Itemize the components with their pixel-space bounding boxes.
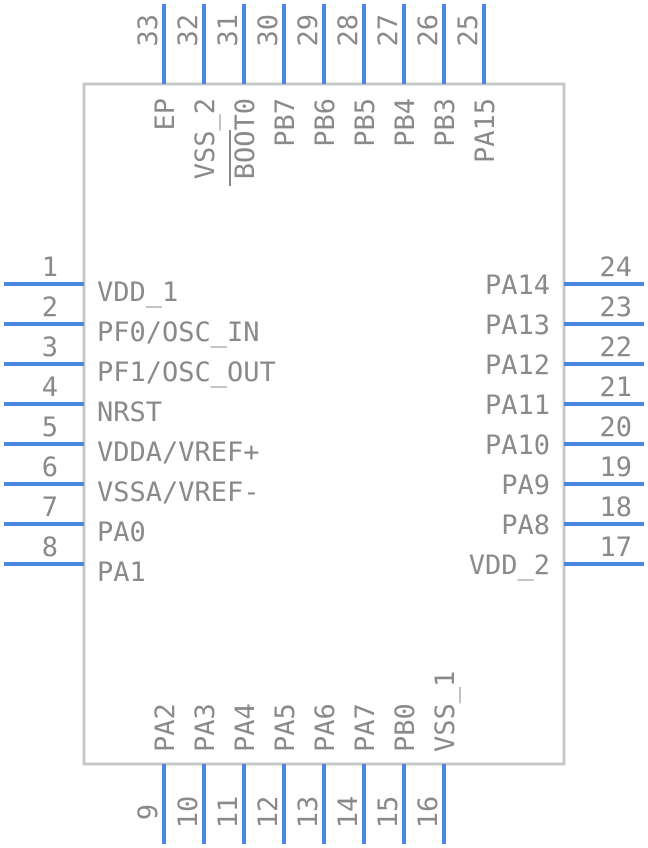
pin-number-18: 18 [599,492,632,523]
pins [4,4,644,844]
pin-number-10: 10 [173,796,204,829]
pin-label-3: PF1/OSC_OUT [97,357,276,388]
pin-number-9: 9 [133,804,164,820]
pin-label-26: PB3 [430,98,461,147]
pin-number-11: 11 [213,796,244,829]
pin-label-28: PB5 [350,98,381,147]
pin-number-16: 16 [413,796,444,829]
pin-number-33: 33 [133,14,164,47]
pin-label-31: BOOT0 [230,98,261,179]
pin-label-32: VSS_2 [190,98,221,179]
pin-label-23: PA13 [485,310,550,341]
pin-label-4: NRST [97,397,162,428]
pin-number-7: 7 [42,492,58,523]
pin-number-27: 27 [373,14,404,47]
pin-number-28: 28 [333,14,364,47]
pin-number-25: 25 [453,14,484,47]
pin-label-8: PA1 [97,557,146,588]
pin-label-18: PA8 [501,510,550,541]
pin-label-7: PA0 [97,517,146,548]
pin-number-20: 20 [599,412,632,443]
pin-label-5: VDDA/VREF+ [97,437,260,468]
pin-label-17: VDD_2 [469,550,550,581]
pin-number-21: 21 [599,372,632,403]
pin-label-25: PA15 [470,98,501,163]
pin-number-23: 23 [599,292,632,323]
pin-label-14: PA7 [350,703,381,752]
pin-label-20: PA10 [485,430,550,461]
pin-number-6: 6 [42,452,58,483]
pin-number-14: 14 [333,796,364,829]
pin-label-16: VSS_1 [430,671,461,752]
pin-label-9: PA2 [150,703,181,752]
pin-number-26: 26 [413,14,444,47]
pin-label-1: VDD_1 [97,277,178,308]
pin-label-30: PB7 [270,98,301,147]
pin-number-4: 4 [42,372,58,403]
pin-label-6: VSSA/VREF- [97,477,260,508]
pin-number-19: 19 [599,452,632,483]
pin-number-30: 30 [253,14,284,47]
pin-number-15: 15 [373,796,404,829]
pin-label-11: PA4 [230,703,261,752]
pin-label-15: PB0 [390,703,421,752]
pin-label-12: PA5 [270,703,301,752]
pin-number-3: 3 [42,332,58,363]
pin-label-24: PA14 [485,270,550,301]
pin-number-1: 1 [42,252,58,283]
pin-number-31: 31 [213,14,244,47]
pin-number-8: 8 [42,532,58,563]
pin-label-22: PA12 [485,350,550,381]
pin-number-12: 12 [253,796,284,829]
pin-number-29: 29 [293,14,324,47]
pin-number-2: 2 [42,292,58,323]
pin-label-21: PA11 [485,390,550,421]
pin-number-17: 17 [599,532,632,563]
pin-number-32: 32 [173,14,204,47]
pin-label-13: PA6 [310,703,341,752]
pin-label-27: PB4 [390,98,421,147]
pin-label-33: EP [150,98,181,131]
pin-number-24: 24 [599,252,632,283]
pin-label-19: PA9 [501,470,550,501]
pin-label-2: PF0/OSC_IN [97,317,260,348]
pin-number-22: 22 [599,332,632,363]
pin-label-29: PB6 [310,98,341,147]
pin-label-10: PA3 [190,703,221,752]
pin-number-13: 13 [293,796,324,829]
ic-body [82,82,566,766]
pin-number-5: 5 [42,412,58,443]
